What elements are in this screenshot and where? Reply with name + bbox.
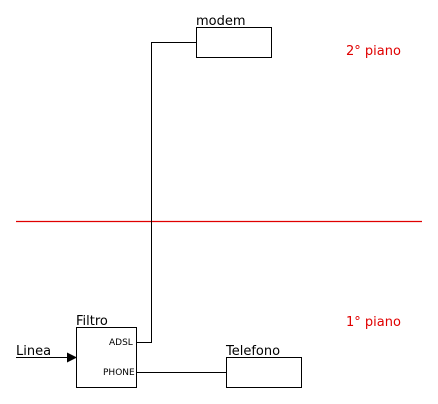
filter-adsl-port-label: ADSL [109, 338, 133, 348]
lower-floor-label: 1° piano [346, 315, 401, 330]
telephone-label: Telefono [225, 344, 280, 359]
modem-label: modem [196, 14, 246, 29]
filter-label: Filtro [76, 314, 108, 329]
adsl-to-modem-cable [137, 42, 196, 343]
upper-floor-label: 2° piano [346, 44, 401, 59]
line-input-label: Linea [16, 344, 51, 359]
telephone-box [226, 357, 302, 388]
filter-phone-port-label: PHONE [103, 368, 135, 378]
modem-box [196, 27, 272, 58]
filter-box [76, 327, 137, 388]
